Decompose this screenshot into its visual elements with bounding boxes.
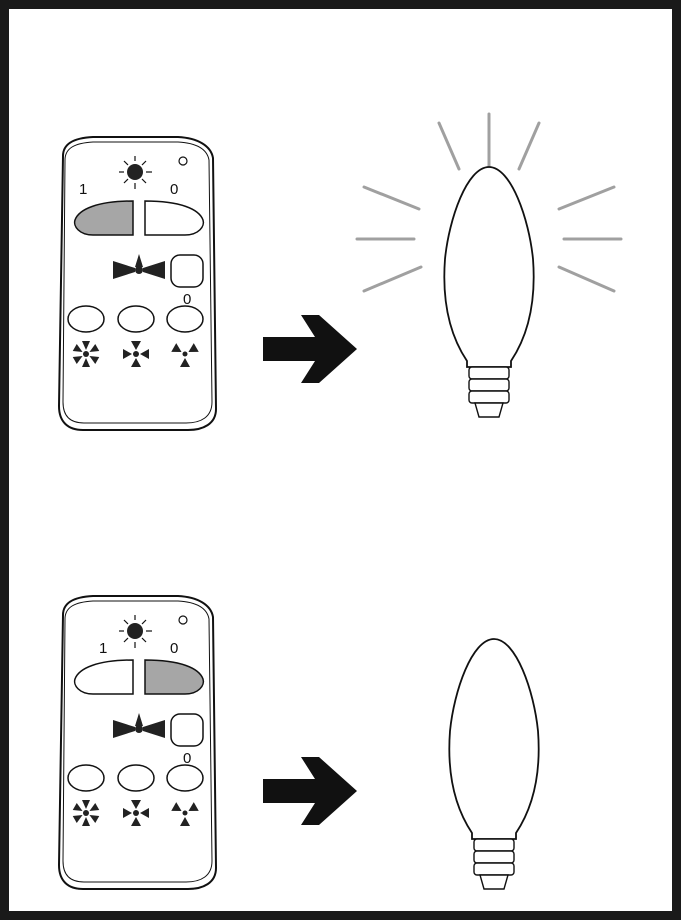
arrow-right-icon-top: [261, 309, 361, 389]
bulb-base: [474, 839, 514, 889]
fan-speed-high-button[interactable]: [68, 306, 104, 332]
remote-control-top: 1 0 0: [53, 134, 228, 434]
light-on-label: 1: [99, 640, 107, 657]
light-on-label: 1: [79, 181, 87, 198]
light-bulb-unlit: [419, 609, 569, 899]
arrow-right-icon-bottom: [261, 751, 361, 831]
light-off-label: 0: [170, 181, 178, 198]
fan-off-button[interactable]: [171, 714, 203, 746]
fan-speed-medium-button[interactable]: [118, 306, 154, 332]
led-indicator: [179, 157, 187, 165]
led-indicator: [179, 616, 187, 624]
light-off-label: 0: [170, 640, 178, 657]
remote-control-bottom: 1 0 0: [53, 593, 228, 893]
light-bulb-lit: [349, 109, 639, 429]
fan-speed-medium-button[interactable]: [118, 765, 154, 791]
fan-speed-low-button[interactable]: [167, 306, 203, 332]
fan-speed-low-button[interactable]: [167, 765, 203, 791]
bulb-base: [469, 367, 509, 417]
fan-speed-high-button[interactable]: [68, 765, 104, 791]
fan-off-button[interactable]: [171, 255, 203, 287]
